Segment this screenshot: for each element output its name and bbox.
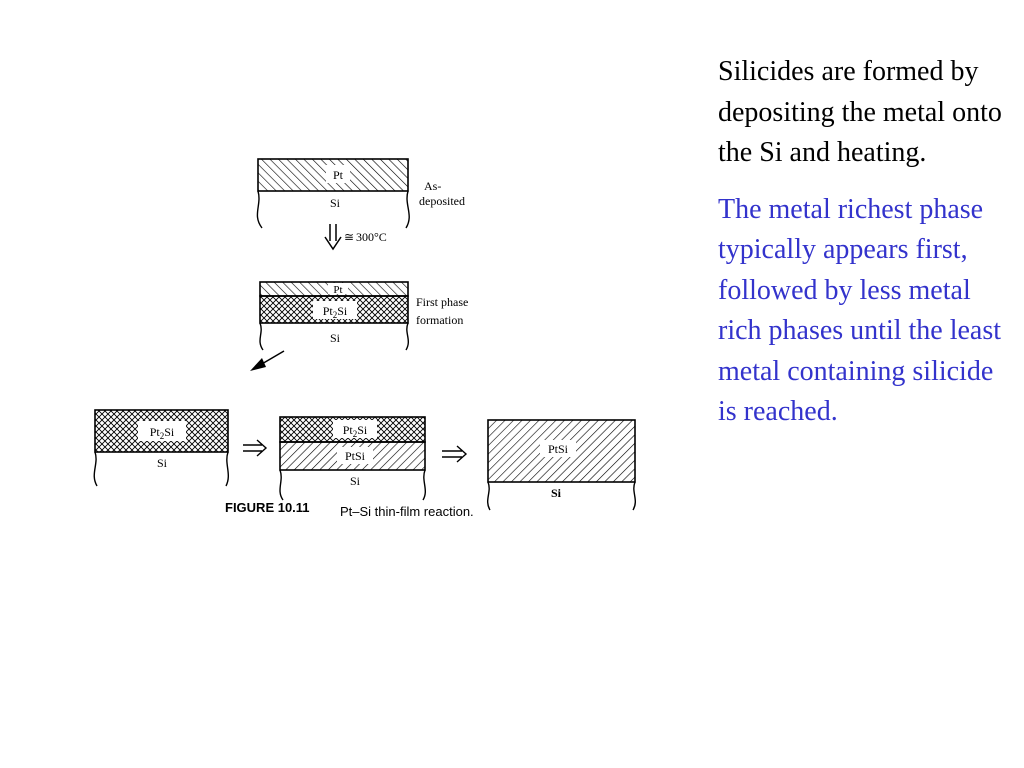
- pt-label: Pt: [333, 284, 342, 296]
- as-deposited-label-line1: As-: [424, 179, 441, 193]
- pt-label: Pt: [333, 168, 344, 182]
- heating-step: ≅ 300°C: [324, 224, 387, 251]
- first-phase-label-line2: formation: [416, 313, 463, 327]
- pt2si-label: Pt2Si: [150, 425, 175, 441]
- si-substrate: [256, 190, 410, 229]
- si-substrate: [259, 322, 409, 351]
- si-substrate: [279, 469, 426, 501]
- stage-pt2si-complete: Pt2Si Si: [93, 409, 229, 487]
- stage-ptsi-forming: Pt2Si PtSi Si: [279, 416, 426, 501]
- right-double-arrow-icon: [442, 445, 468, 463]
- figure-caption-text: Pt–Si thin-film reaction.: [340, 504, 474, 519]
- approx-symbol: ≅: [344, 230, 354, 244]
- phase-sequence-paragraph: The metal richest phase typically appear…: [718, 193, 1002, 428]
- diagonal-arrow-icon: [250, 350, 285, 371]
- si-substrate: [93, 451, 229, 487]
- si-substrate: [487, 481, 636, 511]
- text-column: Silicides are formed by depositing the m…: [718, 52, 1008, 433]
- double-down-arrow-icon: [324, 224, 342, 251]
- stage-as-deposited: Pt Si As- deposited: [256, 158, 465, 229]
- pt2si-label: Pt2Si: [323, 304, 348, 320]
- as-deposited-label-line2: deposited: [419, 194, 465, 208]
- temperature-label: 300°C: [356, 230, 387, 244]
- si-label: Si: [551, 486, 562, 500]
- figure-number: FIGURE 10.11: [225, 500, 310, 515]
- si-label: Si: [330, 196, 341, 210]
- si-label: Si: [330, 331, 341, 345]
- figure-caption: FIGURE 10.11 Pt–Si thin-film reaction.: [225, 500, 474, 519]
- right-double-arrow-icon: [243, 439, 268, 457]
- si-label: Si: [350, 474, 361, 488]
- first-phase-label-line1: First phase: [416, 295, 468, 309]
- intro-paragraph: Silicides are formed by depositing the m…: [718, 56, 1002, 168]
- ptsi-label: PtSi: [548, 442, 569, 456]
- si-label: Si: [157, 456, 168, 470]
- pt-si-reaction-figure: Pt Si As- deposited ≅ 300°C Pt Pt2Si Si …: [93, 158, 636, 519]
- stage-ptsi-complete: PtSi Si: [487, 419, 636, 511]
- pt2si-label: Pt2Si: [343, 423, 368, 439]
- ptsi-label: PtSi: [345, 449, 366, 463]
- stage-first-phase: Pt Pt2Si Si First phase formation: [259, 281, 468, 351]
